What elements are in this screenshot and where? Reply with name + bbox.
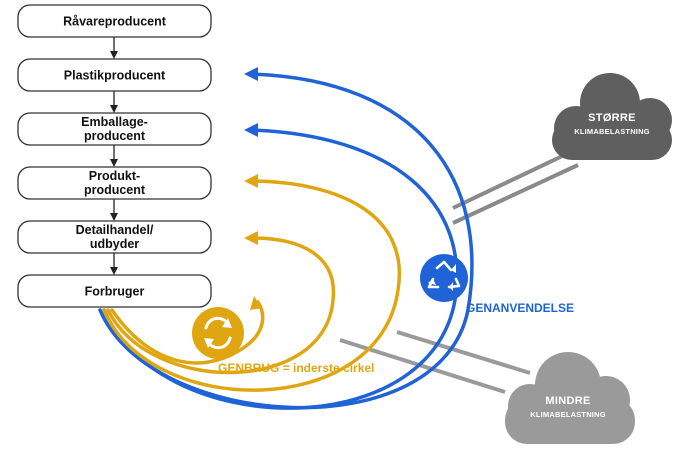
connector-line-upper-2 (452, 163, 579, 225)
svg-text:producent: producent (84, 183, 146, 197)
svg-text:Plastikproducent: Plastikproducent (64, 69, 166, 83)
recycling-arc-to-plastic (98, 72, 474, 410)
recycling-label: GENANVENDELSE (466, 301, 574, 315)
step-consumer: Forbruger (17, 274, 212, 308)
svg-text:Produkt-: Produkt- (89, 169, 140, 183)
cloud-greater-title: STØRRE (588, 112, 636, 124)
value-chain: Råvareproducent Plastikproducent Emballa… (17, 4, 212, 308)
reuse-arcs (102, 174, 402, 392)
step-retailer: Detailhandel/ udbyder (17, 220, 212, 254)
svg-text:udbyder: udbyder (90, 237, 139, 251)
reuse-arc-to-product (102, 179, 402, 392)
recycling-arcs (98, 67, 474, 410)
connector-line-upper-1 (452, 148, 576, 210)
cloud-icon (505, 352, 635, 444)
reuse-arrowhead-product (244, 174, 258, 188)
recycling-arrowhead-plastic (244, 67, 258, 81)
connector-line-lower-1 (396, 330, 531, 375)
cloud-lesser-impact: MINDRE KLIMABELASTNING (505, 352, 635, 444)
circular-arrows-icon (192, 307, 244, 359)
reuse-arrowhead-local (250, 296, 262, 310)
svg-text:Emballage-: Emballage- (81, 115, 148, 129)
cloud-greater-impact: STØRRE KLIMABELASTNING (552, 73, 672, 160)
cloud-icon (552, 73, 672, 160)
reuse-arc-to-retail (106, 236, 336, 375)
svg-text:producent: producent (84, 129, 146, 143)
svg-text:Detailhandel/: Detailhandel/ (76, 223, 154, 237)
step-plastic-producer: Plastikproducent (17, 58, 212, 92)
step-product-producer: Produkt- producent (17, 166, 212, 200)
cloud-greater-subtitle: KLIMABELASTNING (574, 127, 650, 136)
step-raw-material-producer: Råvareproducent (17, 4, 212, 38)
recycle-triangle-icon (420, 254, 468, 302)
cloud-lesser-subtitle: KLIMABELASTNING (530, 410, 606, 419)
svg-text:Råvareproducent: Råvareproducent (63, 15, 167, 29)
reuse-label: GENBRUG = inderste cirkel (218, 361, 374, 375)
step-packaging-producer: Emballage- producent (17, 112, 212, 146)
cloud-lesser-title: MINDRE (545, 395, 590, 407)
reuse-arrowhead-retail (244, 231, 258, 245)
svg-text:Forbruger: Forbruger (85, 285, 145, 299)
recycling-arc-to-packaging (102, 128, 459, 410)
recycling-arrowhead-packaging (244, 123, 258, 137)
